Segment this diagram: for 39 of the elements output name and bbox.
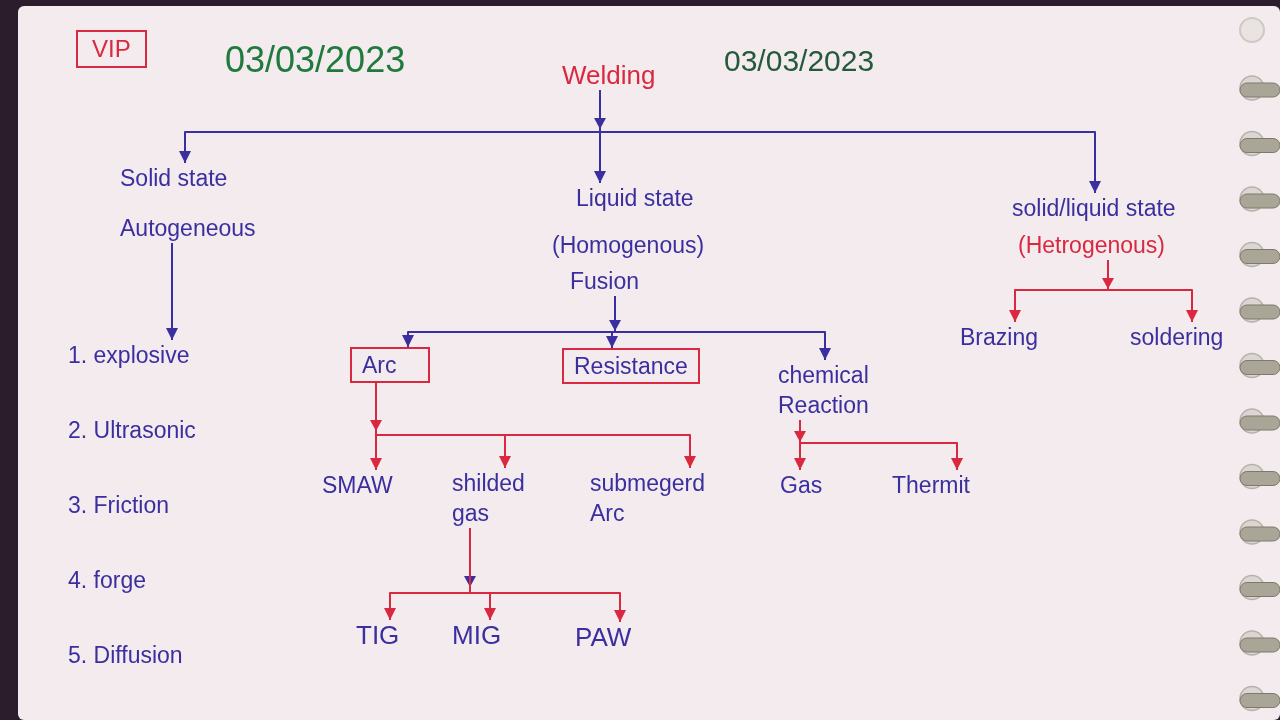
node-label: Brazing	[960, 323, 1038, 352]
arrow	[1107, 259, 1198, 323]
arrow	[469, 527, 626, 623]
list-item: 2. Ultrasonic	[68, 416, 196, 445]
node-label: MIG	[452, 620, 502, 650]
node-label: Liquid state	[576, 184, 694, 213]
highlight-box	[562, 348, 700, 384]
node-label: PAW	[575, 622, 632, 652]
node-label: TIG	[356, 620, 400, 650]
date-label: 03/03/2023	[225, 40, 406, 80]
node-label: (Homogenous)	[552, 231, 705, 260]
stamp-box	[76, 30, 147, 68]
highlight-box	[350, 347, 430, 383]
date-label: 03/03/2023	[724, 44, 875, 77]
node-label: soldering	[1130, 323, 1224, 352]
node-label: Gas	[780, 471, 823, 500]
node-label: Solid state	[120, 164, 228, 193]
list-item: 3. Friction	[68, 491, 169, 520]
node-label: (Hetrogenous)	[1018, 231, 1166, 260]
list-item: 1. explosive	[68, 341, 190, 370]
list-item: 5. Diffusion	[68, 641, 183, 670]
arrow	[614, 295, 831, 361]
node-label: VIP	[92, 34, 131, 64]
arrow	[599, 89, 1101, 194]
node-label: Thermit	[892, 471, 970, 500]
arrow	[799, 419, 963, 471]
node-label: shilded gas	[452, 469, 525, 528]
arrow	[375, 382, 696, 469]
node-label: Fusion	[570, 267, 640, 296]
arrow	[166, 242, 178, 341]
node-label: Arc	[362, 351, 397, 380]
node-label: Resistance	[574, 352, 688, 381]
node-label: submegerd Arc	[590, 469, 706, 528]
node-label: SMAW	[322, 471, 393, 500]
node-label: Autogeneous	[120, 214, 256, 243]
node-label: chemical Reaction	[778, 361, 869, 420]
node-label: solid/liquid state	[1012, 194, 1176, 223]
list-item: 4. forge	[68, 566, 146, 595]
topic-label: Welding	[562, 60, 656, 90]
